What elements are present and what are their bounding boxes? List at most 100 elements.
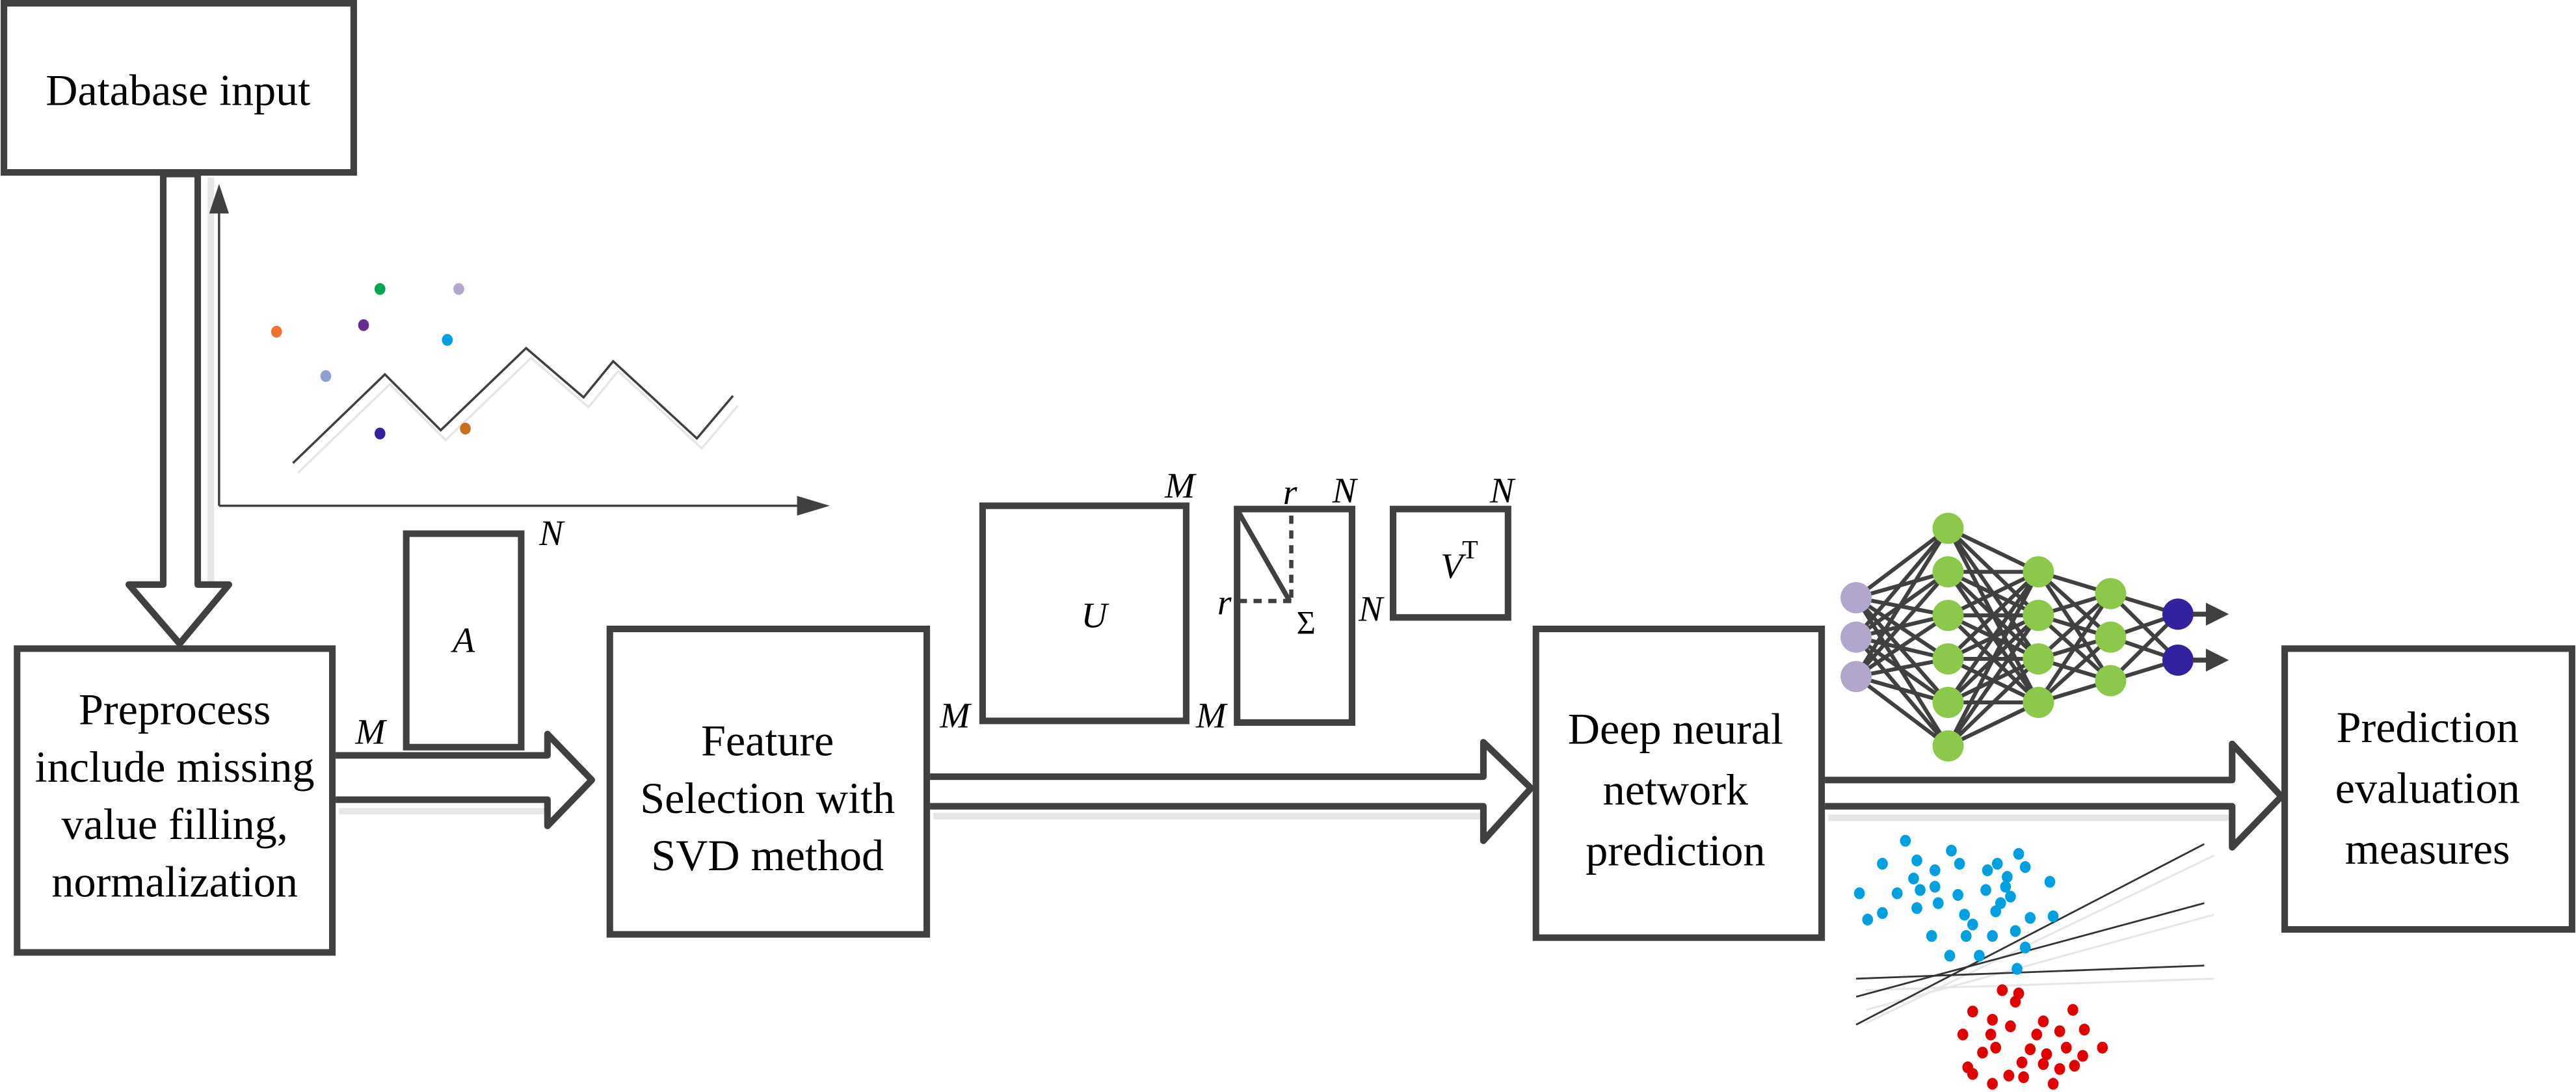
- matrix-sigma-name: Σ: [1297, 605, 1316, 641]
- separating-lines: [1855, 843, 2215, 1026]
- evaluation-label-line1: Prediction: [2337, 702, 2519, 752]
- nn-connection: [1946, 570, 2040, 661]
- matrix-a-cols: N: [538, 514, 565, 553]
- class-b-point: [2038, 1015, 2049, 1028]
- nn-connection: [1855, 674, 1950, 748]
- nn-connection: [1855, 657, 1949, 679]
- class-a-point: [1980, 884, 1991, 896]
- nn-hidden-node: [1932, 556, 1964, 588]
- data-point: [374, 427, 386, 440]
- down-arrow: [125, 170, 233, 647]
- nn-connection: [1855, 635, 1950, 704]
- matrix-u-name: U: [1082, 596, 1110, 635]
- class-a-point: [1959, 909, 1971, 921]
- evaluation-label-line2: evaluation: [2335, 764, 2520, 813]
- matrix-sigma-rows: M: [1195, 696, 1228, 736]
- nn-hidden-node: [1932, 730, 1964, 762]
- matrix-vt: V T N N: [1358, 472, 1516, 630]
- class-b-point: [1962, 1061, 1974, 1074]
- nn-connection: [1855, 674, 1949, 704]
- class-a-point: [2047, 910, 2059, 922]
- nn-connection: [1946, 570, 2040, 704]
- matrix-a-rows: M: [354, 713, 387, 752]
- matrix-vt-name: V: [1441, 547, 1467, 587]
- dnn-label-line3: prediction: [1586, 826, 1765, 875]
- class-a-point: [2005, 890, 2016, 903]
- evaluation-box: Prediction evaluation measures: [2281, 645, 2575, 933]
- class-a-point: [1954, 857, 1965, 870]
- class-a-point: [2013, 847, 2025, 860]
- nn-connection: [2037, 635, 2112, 704]
- class-b-point: [1990, 1041, 2002, 1054]
- matrix-sigma-rank-left: r: [1217, 583, 1232, 622]
- dnn-label-line2: network: [1603, 765, 1749, 814]
- matrix-vt-rows: N: [1358, 589, 1385, 629]
- nn-hidden-node: [2023, 600, 2054, 632]
- class-a-point: [1908, 872, 1919, 885]
- class-a-point: [1911, 854, 1922, 867]
- class-a-point: [1862, 913, 1874, 926]
- class-b-point: [2038, 1058, 2049, 1071]
- nn-connection: [2036, 593, 2112, 704]
- class-a-point: [2010, 925, 2021, 937]
- nn-connection: [1947, 700, 2039, 748]
- nn-connection: [1946, 614, 2040, 747]
- class-b-point: [1967, 1005, 1978, 1018]
- separating-line: [1856, 965, 2205, 980]
- data-plot-icon: [209, 183, 830, 516]
- nn-connection: [1854, 570, 1950, 678]
- class-b-point: [1987, 1013, 1998, 1026]
- nn-connection: [1946, 570, 2041, 747]
- class-b-point: [2018, 1071, 2029, 1084]
- class-a-point: [1877, 857, 1888, 870]
- class-a-point: [2044, 875, 2056, 888]
- class-b-point: [1987, 1078, 1998, 1090]
- arrow-feature-to-dnn: [930, 739, 1535, 844]
- preprocess-label-line1: Preprocess: [79, 684, 271, 734]
- class-b-point: [2069, 1059, 2080, 1072]
- preprocess-box: Preprocess include missing value filling…: [14, 645, 336, 956]
- class-a-point: [1926, 930, 1937, 942]
- class-a-point: [2019, 861, 2031, 873]
- nn-hidden-node: [1932, 643, 1964, 675]
- data-point: [358, 319, 369, 332]
- class-a-point: [1932, 897, 1944, 909]
- nn-connection: [1854, 596, 1950, 704]
- class-a-point: [1946, 844, 1957, 857]
- nn-connections: [1854, 526, 2180, 748]
- nn-hidden-node: [2023, 687, 2054, 718]
- feature-label-line1: Feature: [701, 715, 834, 765]
- nn-input-node: [1840, 661, 1872, 693]
- matrix-a-name: A: [450, 620, 475, 660]
- database-input-label: Database input: [46, 66, 310, 115]
- evaluation-label-line3: measures: [2345, 824, 2510, 873]
- nn-hidden-node: [2095, 665, 2127, 697]
- data-point: [442, 334, 453, 346]
- matrix-sigma: Σ r r N M: [1195, 472, 1359, 736]
- feature-label-line2: Selection with: [640, 773, 895, 823]
- nn-connection: [2109, 613, 2180, 682]
- data-point: [320, 370, 332, 382]
- nn-hidden-node: [2095, 621, 2127, 653]
- nn-connection: [1855, 596, 1950, 661]
- arrow-dnn-to-evaluation: [1825, 740, 2285, 851]
- preprocess-label-line4: normalization: [51, 857, 298, 907]
- separating-line: [1855, 843, 2205, 1026]
- nn-input-node: [1840, 621, 1872, 653]
- class-a-point: [1974, 950, 1985, 962]
- matrix-u-cols: M: [1164, 466, 1197, 506]
- class-a-point: [1987, 930, 1998, 942]
- class-b-point: [2054, 1063, 2065, 1075]
- class-a-point: [1911, 902, 1922, 914]
- nn-output-arrow-icon: [2205, 648, 2229, 672]
- class-b-point: [2097, 1041, 2108, 1054]
- nn-connection: [1855, 613, 1950, 678]
- nn-connection: [1947, 570, 2039, 617]
- data-point: [460, 422, 471, 435]
- class-a-point: [1915, 884, 1926, 896]
- feature-label-line3: SVD method: [651, 831, 884, 880]
- feature-selection-box: Feature Selection with SVD method: [606, 625, 931, 938]
- dnn-label-line1: Deep neural: [1568, 704, 1783, 754]
- class-a-point: [2002, 871, 2013, 883]
- class-a-point: [1944, 950, 1956, 962]
